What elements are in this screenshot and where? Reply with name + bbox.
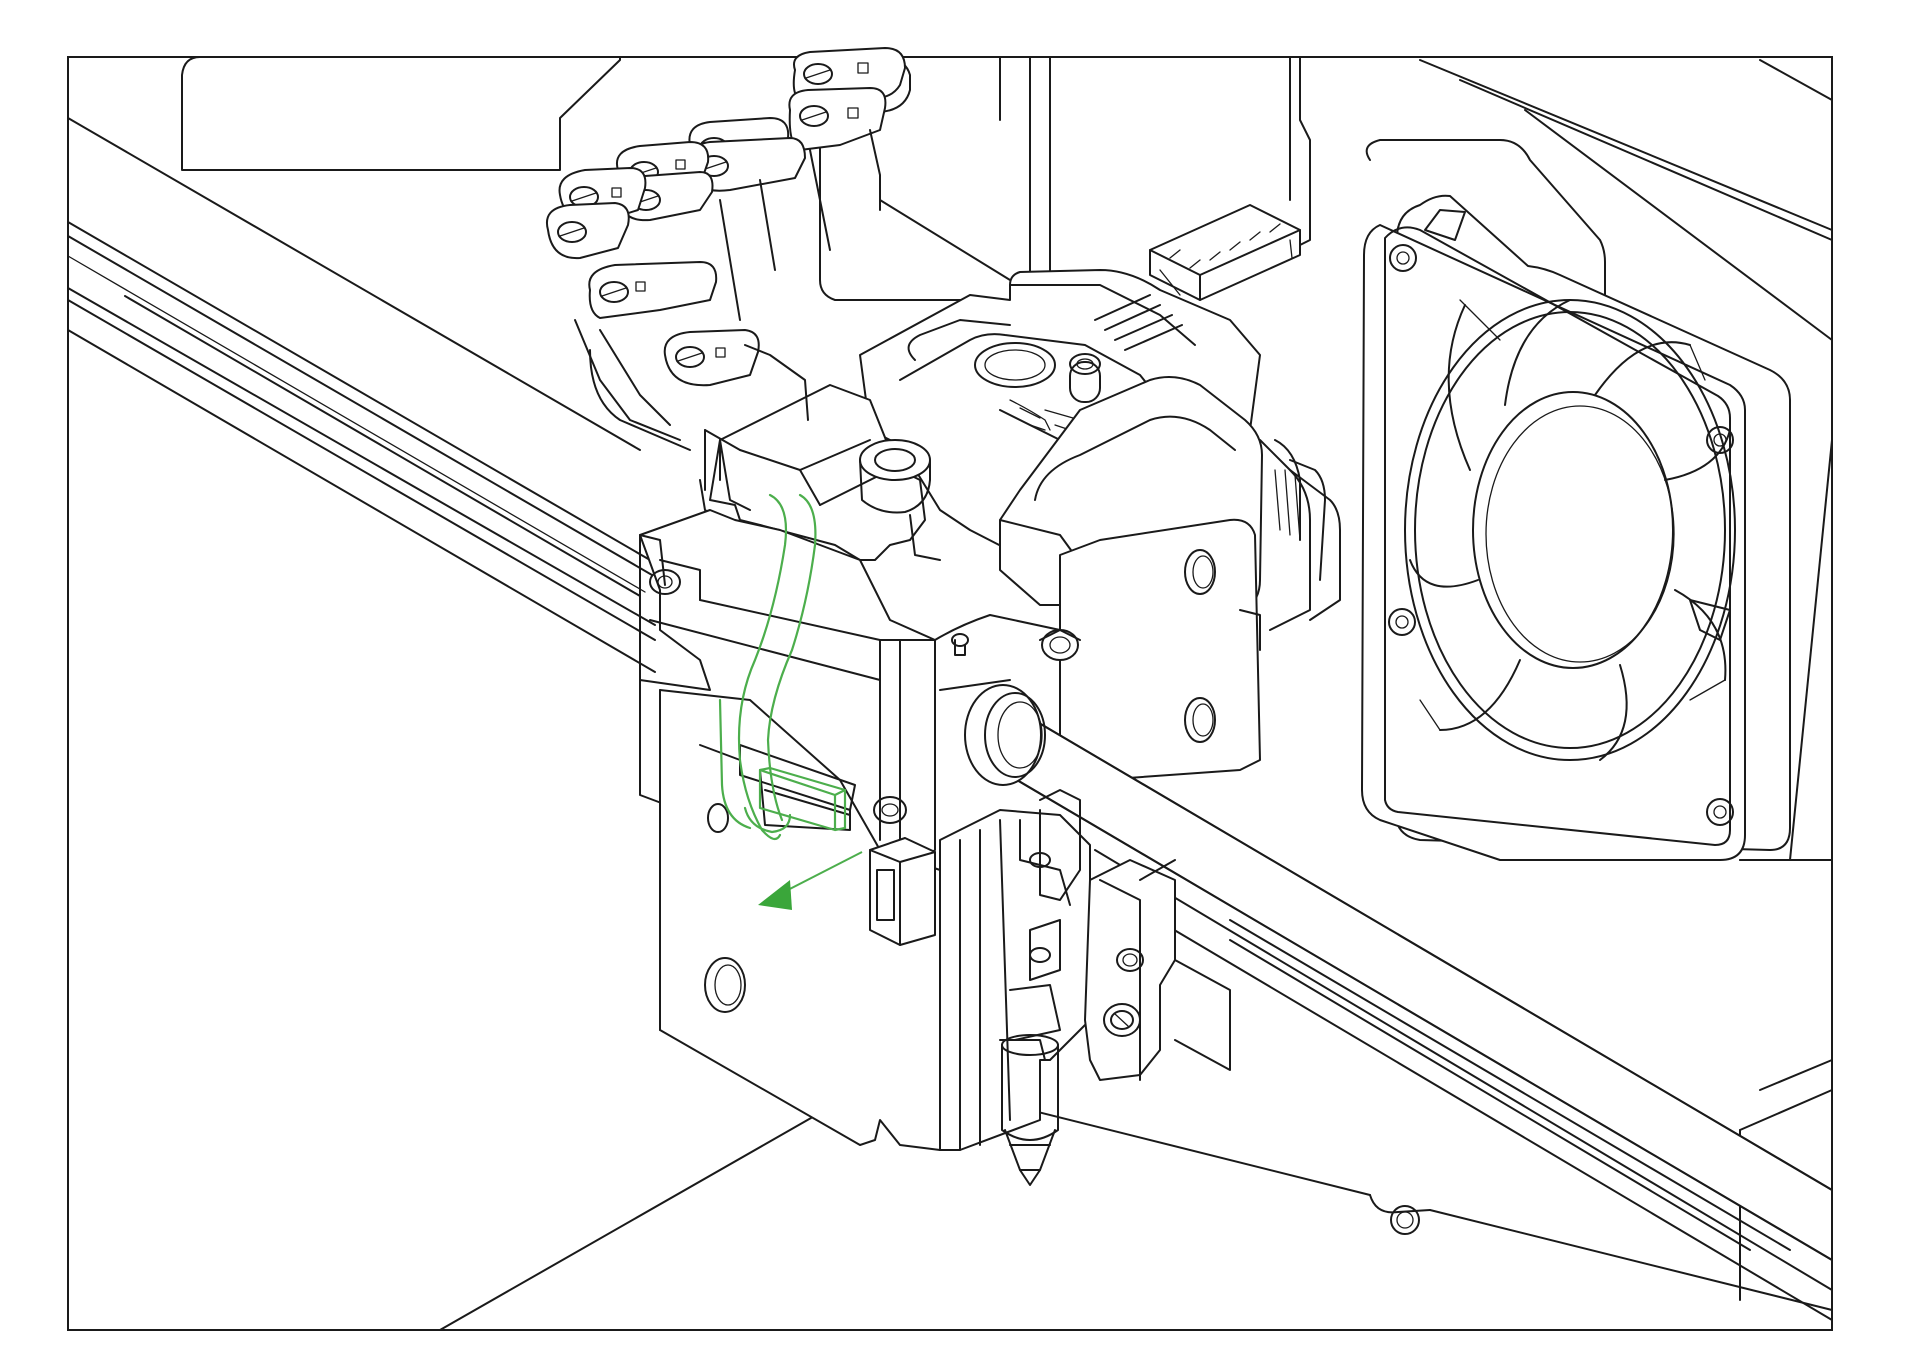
- hotend-body: [939, 789, 1091, 1186]
- highlighted-sensor-cable: [718, 493, 847, 841]
- carriage-lower-bracket: [1084, 859, 1231, 1081]
- chain-link: [588, 261, 718, 319]
- chain-link: [788, 87, 887, 211]
- chain-link: [546, 202, 630, 260]
- connector-header: [1149, 204, 1301, 301]
- pull-direction-arrow: [758, 851, 863, 910]
- rear-frame-plate: [181, 56, 1833, 171]
- base-plate: [439, 1059, 1833, 1331]
- toolhead-mounting-plate: [659, 689, 941, 1151]
- triangle-arrow-icon: [758, 880, 792, 910]
- fan-rotor: [1404, 299, 1736, 761]
- filament-sensor-housing: [869, 837, 936, 946]
- cable-clip-bracket: [699, 344, 941, 621]
- cable-drag-chain: [546, 47, 1001, 451]
- extruder-side-plate: [1059, 518, 1261, 781]
- chain-link: [663, 329, 760, 387]
- x-axis-rod: [939, 679, 1833, 1261]
